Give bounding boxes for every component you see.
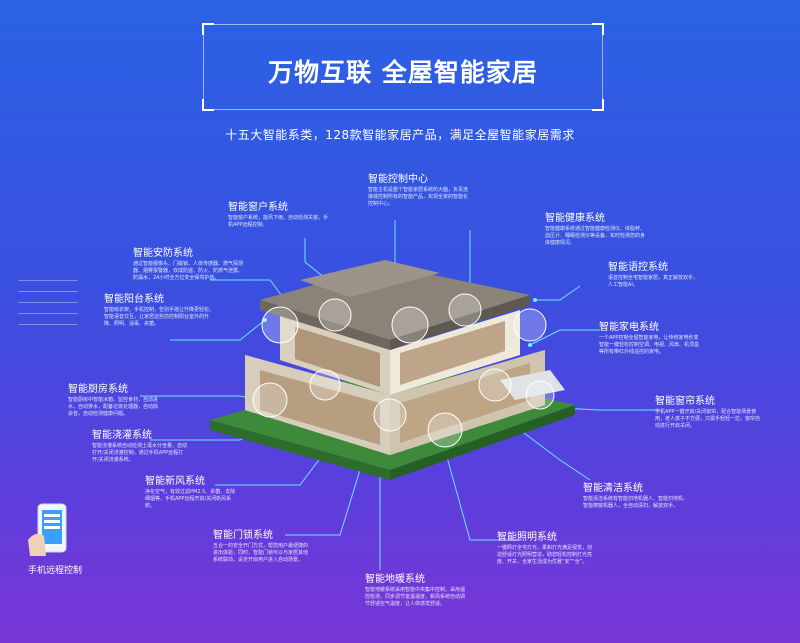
label-curtain: 智能窗帘系统手机APP一键开启/关闭窗帘，配合智能场景使用，老人孩子不方便，只需… [655, 396, 761, 429]
label-control-center: 智能控制中心智能主机是整个智能家居系统的大脑，负责连接或控制所有的智能产品，实现… [368, 174, 469, 207]
label-fresh-air: 智能新风系统净化空气，有效过滤PM2.5、杀菌、去除细烟等，手机APP远程开启/… [145, 476, 236, 509]
title-frame: 万物互联 全屋智能家居 [202, 23, 604, 111]
label-door-lock: 智能门锁系统五合一的安全开门方式，帮您用户最便捷的进出体验，同时，智能门锁可以与… [213, 530, 309, 563]
label-health: 智能健康系统智能健康系统通过智能健康检测仪、体脂秤、血压计、睡眠检测仪等设备，实… [545, 213, 646, 246]
phone-hand-icon [28, 503, 67, 556]
label-voice: 智能语控系统语音控制全宅智能家居，真正解放双手，人工智能AI。 [608, 262, 699, 288]
label-appliance: 智能家电系统一个APP控制全屋智能家电，让传统家电秒变智能一键轻松控制空调、电视… [599, 322, 700, 355]
label-balcony: 智能阳台系统智能晾衣架，手机控制，告别手摇让升降更轻松，智能语音交互，让家居这些… [104, 294, 215, 327]
house-illustration [200, 255, 585, 505]
page-title: 万物互联 全屋智能家居 [268, 58, 538, 87]
phone-remote-label: 手机远程控制 [28, 566, 83, 576]
label-kitchen: 智能厨房系统智能厨房中智能冰箱，监控食材，自动进水，自动排水，配备垃圾处理器，自… [68, 384, 159, 417]
label-security: 智能安防系统通过智能摄像头、门磁锁、人体传感器、燃气探测器、烟雾报警器，双成防盗… [133, 248, 244, 281]
label-floor-heating: 智能地暖系统智能地暖系统采用智能中央集中控制，采用温控检测，同步调节室温温度，新… [365, 574, 466, 607]
decor-lines [18, 280, 78, 360]
label-window: 智能窗户系统智能窗户系统，能风下雨，自动检测关窗，手机APP远程控制。 [228, 202, 329, 228]
label-irrigation: 智能浇灌系统智能浇灌系统自动检测土壤水分含量，自动打开/关闭浇灌控制，通过手机A… [92, 430, 188, 463]
page-subtitle: 十五大智能系类，128款智能家居产品，满足全屋智能家居需求 [225, 128, 575, 142]
label-lighting: 智能照明系统一键照灯全宅灯光，柔和灯光满足视觉，创造舒适灯光照明营造，助您轻松控… [497, 532, 593, 565]
label-cleaning: 智能清洁系统智能清洁系统有智能扫地机器人、智能扫地机、智能擦窗机器人，全自动清扫… [583, 483, 689, 509]
